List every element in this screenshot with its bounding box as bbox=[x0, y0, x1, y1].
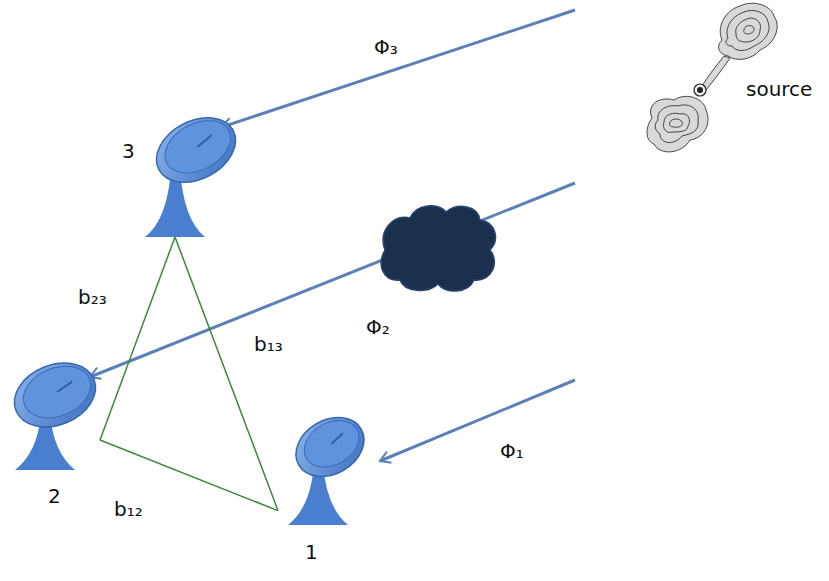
baseline-line bbox=[175, 237, 278, 511]
signal-ray bbox=[222, 10, 575, 127]
antenna-node: 2 bbox=[3, 345, 100, 515]
antenna-number: 1 bbox=[305, 541, 318, 564]
antenna-number: 3 bbox=[122, 140, 135, 163]
radio-dish bbox=[120, 100, 250, 237]
phase-label: Φ₂ bbox=[366, 316, 390, 339]
antenna-number: 2 bbox=[48, 485, 61, 508]
baseline-label: b₁₃ bbox=[252, 333, 285, 356]
phase-label: Φ₃ bbox=[374, 36, 398, 59]
phase-label: Φ₁ bbox=[500, 440, 524, 463]
antenna-node: 3 bbox=[120, 100, 250, 237]
signal-ray bbox=[380, 380, 575, 461]
turbulent-cloud bbox=[381, 206, 495, 291]
antenna-node: 1 bbox=[278, 395, 368, 566]
phase-label: source bbox=[746, 78, 812, 101]
baseline-line bbox=[100, 237, 175, 440]
baseline-label: b₂₃ bbox=[76, 286, 109, 309]
baseline-label: b₁₂ bbox=[112, 498, 145, 521]
radio-dish bbox=[278, 395, 368, 565]
